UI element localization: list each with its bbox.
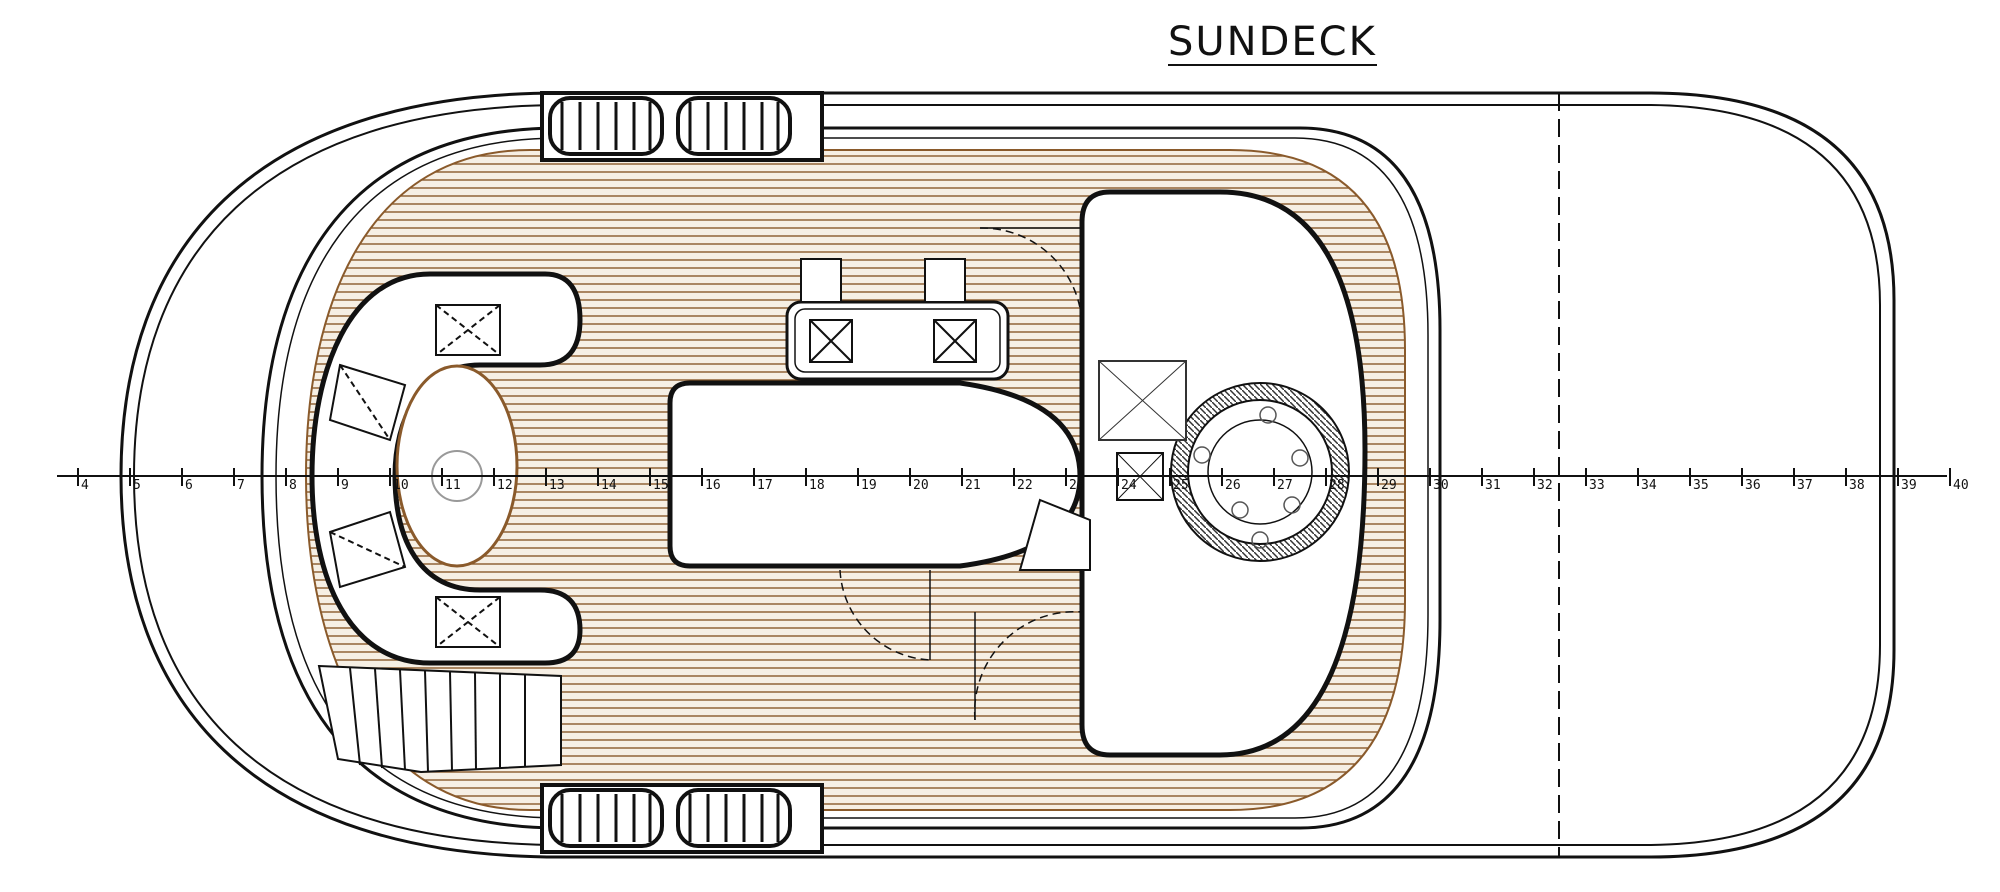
- frame-tick-label: 33: [1589, 478, 1605, 493]
- frame-tick-label: 37: [1797, 478, 1813, 493]
- frame-tick-label: 19: [861, 478, 877, 493]
- frame-tick-label: 14: [601, 478, 617, 493]
- frame-tick-label: 22: [1017, 478, 1033, 493]
- frame-tick-label: 30: [1433, 478, 1449, 493]
- door-leaves: [929, 227, 1082, 720]
- hull-outer: [119, 91, 1896, 859]
- frame-tick-label: 23: [1069, 478, 1085, 493]
- frame-tick-label: 39: [1901, 478, 1917, 493]
- frame-tick-label: 27: [1277, 478, 1293, 493]
- hatch-box: [1098, 360, 1187, 441]
- frame-tick-label: 40: [1953, 478, 1969, 493]
- frame-tick-label: 35: [1693, 478, 1709, 493]
- frame-tick-label: 9: [341, 478, 349, 493]
- tender-bottom: [540, 783, 824, 854]
- frame-tick-label: 10: [393, 478, 409, 493]
- frame-tick-label: 13: [549, 478, 565, 493]
- frame-tick-label: 8: [289, 478, 297, 493]
- frame-tick-label: 4: [81, 478, 89, 493]
- tender-ribs: [560, 102, 780, 842]
- frame-tick-label: 26: [1225, 478, 1241, 493]
- stairs: [317, 664, 562, 774]
- drawing-title: SUNDECK: [1168, 19, 1377, 66]
- frame-tick-label: 24: [1121, 478, 1137, 493]
- frame-tick-label: 28: [1329, 478, 1345, 493]
- u-seating: [309, 271, 583, 666]
- bar-stools: [800, 258, 966, 303]
- frame-tick-label: 6: [185, 478, 193, 493]
- central-superstructure: [667, 380, 1083, 569]
- bar-counter: [785, 300, 1010, 381]
- frame-tick-label: 31: [1485, 478, 1501, 493]
- frame-tick-label: 38: [1849, 478, 1865, 493]
- hull-outer-2: [132, 104, 1881, 846]
- frame-tick-label: 5: [133, 478, 141, 493]
- table-oval: [395, 364, 519, 568]
- frame-tick-label: 32: [1537, 478, 1553, 493]
- frame-tick-label: 29: [1381, 478, 1397, 493]
- spiral-stair: [1018, 498, 1091, 571]
- bar-sink-icons: [809, 319, 977, 363]
- frame-tick-label: 15: [653, 478, 669, 493]
- frame-tick-label: 7: [237, 478, 245, 493]
- tender-top: [540, 91, 824, 162]
- seat-cushion-boxes: [328, 304, 501, 648]
- hull-inner: [260, 126, 1442, 830]
- frame-tick-label: 16: [705, 478, 721, 493]
- frame-tick-label: 11: [445, 478, 461, 493]
- frame-tick-label: 34: [1641, 478, 1657, 493]
- frame-tick-label: 25: [1173, 478, 1189, 493]
- frame-tick-label: 20: [913, 478, 929, 493]
- jacuzzi-inner: [1207, 419, 1313, 525]
- frame-tick-label: 17: [757, 478, 773, 493]
- frame-axis-ticks: 4 5 6 7 8 9 10 11 12 13 14 15 16 17 18 19 20 21 22 23 24 25 26…: [77, 468, 1969, 493]
- hull-inner-2: [275, 137, 1429, 819]
- frame-tick-label: 12: [497, 478, 513, 493]
- jacuzzi-jets: [1193, 406, 1309, 549]
- frame-tick-label: 21: [965, 478, 981, 493]
- door-swings: [839, 227, 1083, 721]
- frame-tick-label: 36: [1745, 478, 1761, 493]
- frame-tick-label: 18: [809, 478, 825, 493]
